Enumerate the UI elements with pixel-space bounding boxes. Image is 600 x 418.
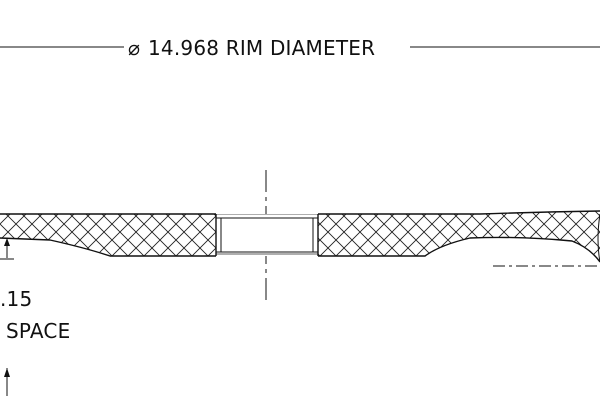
left-rim-section bbox=[0, 213, 216, 257]
diameter-symbol: ⌀ bbox=[128, 36, 140, 60]
rim-diameter-label: 14.968 RIM DIAMETER bbox=[148, 36, 375, 60]
left-spacing-dimension: .15 SPACE bbox=[0, 238, 70, 396]
rim-diameter-dimension: ⌀ 14.968 RIM DIAMETER bbox=[0, 36, 600, 60]
spacing-value: .15 bbox=[0, 287, 32, 311]
threaded-bore bbox=[215, 214, 319, 256]
right-rim-section bbox=[318, 210, 600, 263]
spacing-note: SPACE bbox=[6, 319, 70, 343]
